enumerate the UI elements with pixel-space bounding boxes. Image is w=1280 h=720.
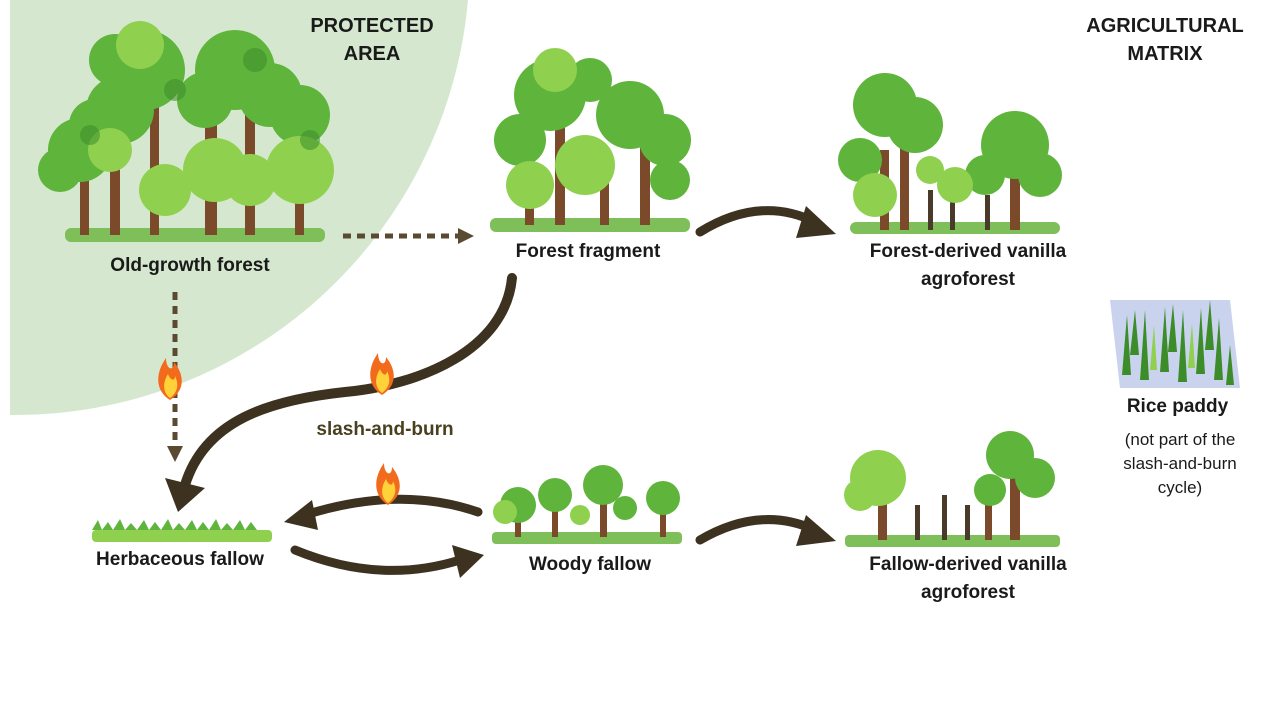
forest-derived-vanilla-line-2: agroforest [921, 269, 1015, 290]
arrow-fragment-to-vanilla-head [796, 206, 836, 238]
arrow-woody-to-herbaceous [300, 494, 483, 520]
fire-icon [376, 463, 400, 505]
protected-area-line-1: PROTECTED [310, 15, 434, 37]
dotted-arrow-to-fragment-head [458, 228, 474, 244]
forest-vanilla-agroforest-illustration [838, 73, 1062, 234]
fire-icon [158, 358, 182, 400]
forest-fragment-illustration [490, 48, 691, 232]
rice-paddy-illustration [1110, 300, 1240, 388]
agricultural-matrix-title: AGRICULTURAL MATRIX [1075, 12, 1255, 68]
fire-icon [370, 353, 394, 395]
protected-area-line-2: AREA [343, 43, 401, 65]
forest-fragment-label: Forest fragment [515, 241, 661, 262]
arrow-herbaceous-to-woody-head [452, 545, 484, 578]
rice-plant-icon [1122, 300, 1234, 385]
rice-note-line-3: cycle) [1157, 478, 1203, 497]
herbaceous-fallow-illustration [92, 519, 272, 542]
rice-paddy-label: Rice paddy [1126, 396, 1229, 417]
rice-note-line-1: (not part of the [1124, 430, 1236, 449]
arrow-slash-and-burn [180, 273, 517, 490]
arrow-woody-to-vanilla-head [796, 515, 836, 546]
fallow-vanilla-agroforest-illustration [844, 431, 1060, 547]
herbaceous-fallow-label: Herbaceous fallow [96, 549, 264, 570]
forest-derived-vanilla-label: Forest-derived vanilla agroforest [843, 238, 1093, 294]
woody-fallow-illustration [492, 465, 682, 544]
fallow-derived-vanilla-line-2: agroforest [921, 582, 1015, 603]
slash-and-burn-label: slash-and-burn [316, 419, 454, 440]
agricultural-matrix-line-2: MATRIX [1127, 43, 1203, 65]
rice-paddy-note: (not part of the slash-and-burn cycle) [1105, 428, 1255, 500]
old-growth-forest-illustration [38, 21, 334, 242]
arrow-woody-to-herbaceous-head [284, 500, 318, 530]
arrow-fragment-to-vanilla [695, 206, 820, 237]
fallow-derived-vanilla-label: Fallow-derived vanilla agroforest [843, 551, 1093, 607]
arrow-herbaceous-to-woody [290, 545, 465, 575]
protected-area-title: PROTECTED AREA [292, 12, 452, 68]
fallow-derived-vanilla-line-1: Fallow-derived vanilla [869, 554, 1067, 575]
dotted-arrow-to-herbaceous-head [167, 446, 183, 462]
arrow-woody-to-vanilla [695, 515, 820, 545]
woody-fallow-label: Woody fallow [528, 554, 652, 575]
arrow-slash-and-burn-head [165, 478, 205, 512]
forest-derived-vanilla-line-1: Forest-derived vanilla [869, 241, 1067, 262]
rice-note-line-2: slash-and-burn [1123, 454, 1237, 473]
agricultural-matrix-line-1: AGRICULTURAL [1086, 15, 1244, 37]
old-growth-forest-label: Old-growth forest [110, 255, 270, 276]
